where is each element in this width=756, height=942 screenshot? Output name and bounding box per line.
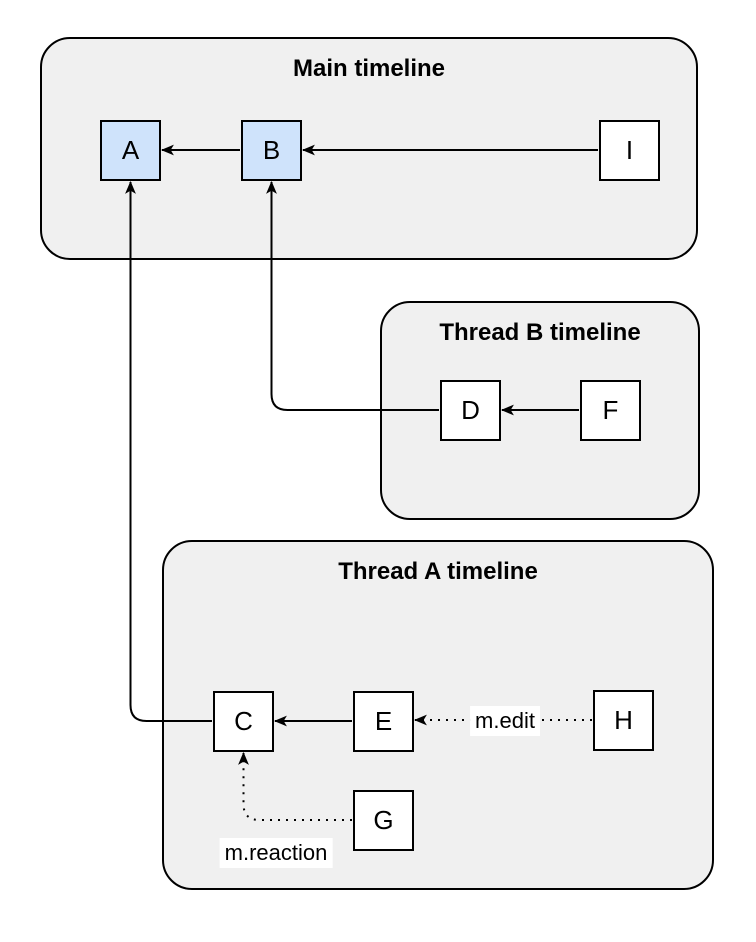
node-e-label: E [374,706,393,736]
node-d: D [440,380,501,441]
node-i: I [599,120,660,181]
node-f-label: F [602,395,619,425]
container-title-thread-a: Thread A timeline [338,558,538,585]
node-a-label: A [121,135,140,165]
node-h: H [593,690,654,751]
node-i-label: I [625,135,634,165]
node-b-label: B [262,135,281,165]
node-a: A [100,120,161,181]
node-e: E [353,691,414,752]
node-d-label: D [461,395,480,425]
node-c-label: C [234,706,253,736]
node-g-label: G [373,805,394,835]
edge-label-m-edit: m.edit [470,706,540,736]
container-title-thread-b: Thread B timeline [439,319,641,346]
node-b: B [241,120,302,181]
container-title-main: Main timeline [292,55,446,82]
container-thread-b-timeline: Thread B timeline [380,301,700,520]
node-f: F [580,380,641,441]
node-c: C [213,691,274,752]
node-g: G [353,790,414,851]
node-h-label: H [614,705,633,735]
edge-label-m-reaction: m.reaction [219,838,333,868]
